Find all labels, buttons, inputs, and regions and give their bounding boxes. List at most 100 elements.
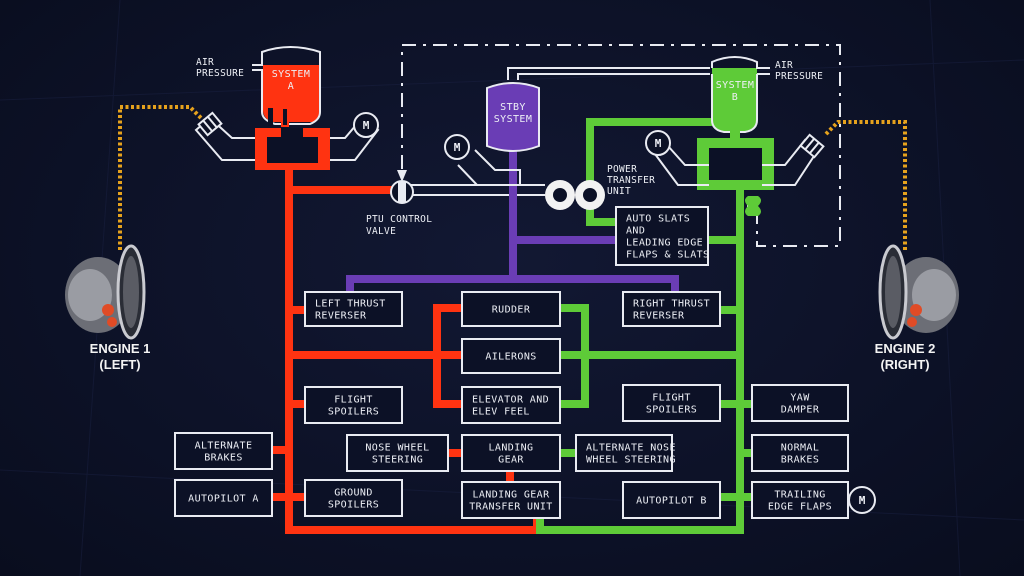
component-label: BRAKES xyxy=(204,453,243,464)
component-label: AND xyxy=(626,226,645,237)
air-pressure-left-2: PRESSURE xyxy=(196,68,244,79)
component-box xyxy=(622,291,721,327)
stby-label-2: SYSTEM xyxy=(494,114,533,125)
system-b-label-1: SYSTEM xyxy=(716,80,755,91)
component-label: TRAILING xyxy=(774,490,825,501)
ptu-label-1: POWER xyxy=(607,164,637,175)
standby-reservoir: STBY SYSTEM M xyxy=(444,82,540,186)
system-b-pumps: M xyxy=(645,130,825,186)
system-b-lines xyxy=(536,118,752,534)
component-label: RIGHT THRUST xyxy=(633,299,710,310)
component-label: LEFT THRUST xyxy=(315,299,386,310)
ptu-valve-label-1: PTU CONTROL xyxy=(366,214,432,225)
component-box xyxy=(461,386,561,424)
component-label: ALTERNATE NOSE xyxy=(586,443,676,454)
component-label: STEERING xyxy=(372,455,423,466)
valve-arrow-icon xyxy=(397,170,407,182)
component-autopilot-b: AUTOPILOT B xyxy=(622,481,721,519)
component-label: LANDING GEAR xyxy=(472,490,550,501)
motor-label: M xyxy=(454,141,461,154)
component-box xyxy=(461,481,561,519)
component-box xyxy=(461,338,561,374)
component-box xyxy=(461,434,561,472)
system-a-pumps: M xyxy=(194,111,380,161)
air-pressure-left-1: AIR xyxy=(196,57,214,68)
power-transfer-unit-icon xyxy=(545,180,605,210)
system-a-reservoir: SYSTEM A xyxy=(252,46,330,170)
motor-label: M xyxy=(363,119,370,132)
air-pressure-right-2: PRESSURE xyxy=(775,71,823,82)
component-box xyxy=(304,479,403,517)
system-a-label-1: SYSTEM xyxy=(272,69,311,80)
engine-1: ENGINE 1 (LEFT) xyxy=(65,244,151,372)
component-label: LANDING xyxy=(489,443,534,454)
air-pressure-right-1: AIR xyxy=(775,60,793,71)
component-label: BRAKES xyxy=(781,455,820,466)
component-label: NORMAL xyxy=(781,443,820,454)
component-label: YAW xyxy=(790,393,810,404)
engine-1-label-2: (LEFT) xyxy=(99,357,140,372)
component-label: ELEV FEEL xyxy=(472,407,530,418)
component-label: AUTOPILOT B xyxy=(636,496,707,507)
component-box xyxy=(622,384,721,422)
component-box xyxy=(575,434,673,472)
motor-label: M xyxy=(859,494,866,507)
component-label: ELEVATOR AND xyxy=(472,395,549,406)
engine-2-icon xyxy=(878,244,959,340)
component-box xyxy=(751,434,849,472)
engine2-drive-line xyxy=(823,120,907,250)
engine-1-icon xyxy=(65,244,146,340)
ptu-control-valve-icon xyxy=(390,180,414,204)
component-box xyxy=(622,481,721,519)
component-label: TRANSFER UNIT xyxy=(469,502,552,513)
stby-label-1: STBY xyxy=(500,102,526,113)
component-box xyxy=(174,432,273,470)
component-label: GEAR xyxy=(498,455,524,466)
component-box xyxy=(346,434,449,472)
component-label: REVERSER xyxy=(315,311,367,322)
engine-2-label-2: (RIGHT) xyxy=(880,357,929,372)
component-label: DAMPER xyxy=(781,405,820,416)
component-box xyxy=(304,386,403,424)
ptu-valve-label-2: VALVE xyxy=(366,226,396,237)
engine1-drive-line xyxy=(118,105,207,250)
component-autopilot-a: AUTOPILOT A xyxy=(174,479,273,517)
system-b-reservoir: SYSTEM B xyxy=(697,56,774,216)
component-box xyxy=(461,291,561,327)
component-label: ALTERNATE xyxy=(195,441,253,452)
standby-boundary-line xyxy=(401,44,841,247)
component-label: EDGE FLAPS xyxy=(768,502,832,513)
standby-lines xyxy=(346,150,679,296)
engine-1-label-1: ENGINE 1 xyxy=(90,341,151,356)
component-label: RUDDER xyxy=(492,305,531,316)
motor-icon-te-flaps xyxy=(848,486,876,514)
motor-icon-a xyxy=(353,112,379,138)
component-label: SPOILERS xyxy=(328,500,379,511)
component-label: FLIGHT xyxy=(652,393,691,404)
component-label: SPOILERS xyxy=(646,405,697,416)
system-b-label-2: B xyxy=(732,92,738,103)
system-a-label-2: A xyxy=(288,81,294,92)
component-label: AUTOPILOT A xyxy=(188,494,259,505)
ptu-label-2: TRANSFER xyxy=(607,175,655,186)
component-label: REVERSER xyxy=(633,311,685,322)
component-label: AUTO SLATS xyxy=(626,214,690,225)
motor-label: M xyxy=(655,137,662,150)
engine-pump-a-icon xyxy=(197,111,223,137)
engine-pump-b-icon xyxy=(799,133,825,159)
component-label: WHEEL STEERING xyxy=(586,455,676,466)
component-label: FLAPS & SLATS xyxy=(626,250,709,261)
